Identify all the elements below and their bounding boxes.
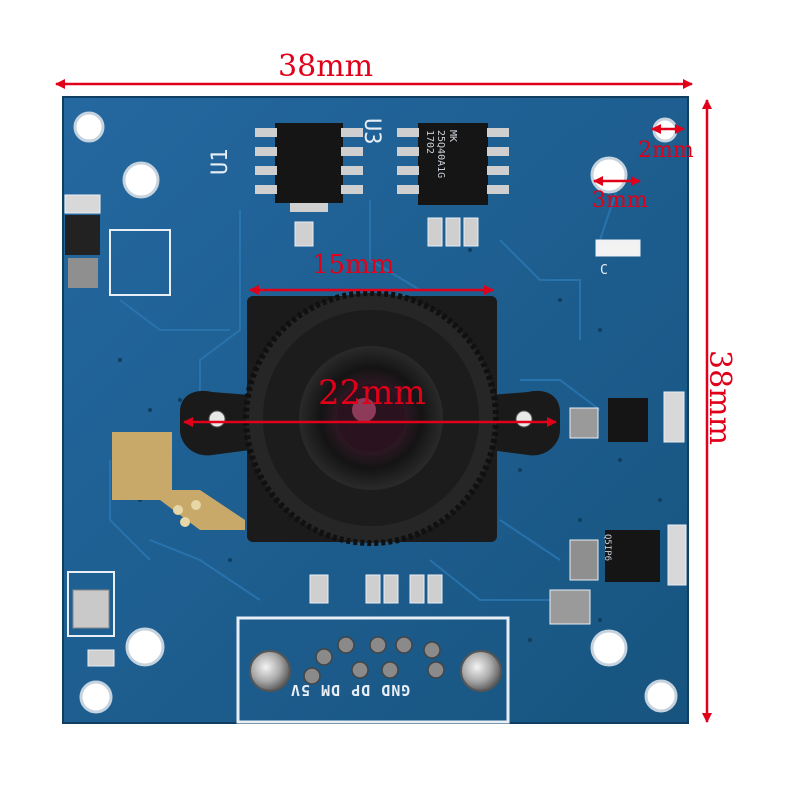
gold-pads (112, 432, 245, 530)
pcb-traces (109, 179, 621, 601)
silk-u3-label: U3 (359, 118, 384, 145)
hole-spacing-label: 3mm (592, 188, 648, 213)
silk-usb-pin-labels: GND DP DM 5V (290, 681, 411, 699)
dimension-lines (55, 79, 712, 723)
chip-u1 (255, 123, 363, 212)
mount-span-label: 22mm (318, 373, 426, 413)
flash-chip-marking: MK 25Q40A1G 1702 (424, 130, 458, 179)
board-height-label: 38mm (702, 350, 737, 446)
usb-connector-area (236, 616, 510, 724)
small-hole-label: 2mm (638, 138, 694, 163)
silk-cap-label: C (600, 263, 608, 278)
silk-u1-label: U1 (208, 148, 233, 176)
chip-flash (397, 123, 509, 205)
smd-components (64, 194, 687, 667)
regulator-chip-marking: Q5IP6 (602, 534, 612, 562)
board-width-label: 38mm (278, 49, 374, 84)
lens-holder-width-label: 15mm (312, 250, 395, 280)
